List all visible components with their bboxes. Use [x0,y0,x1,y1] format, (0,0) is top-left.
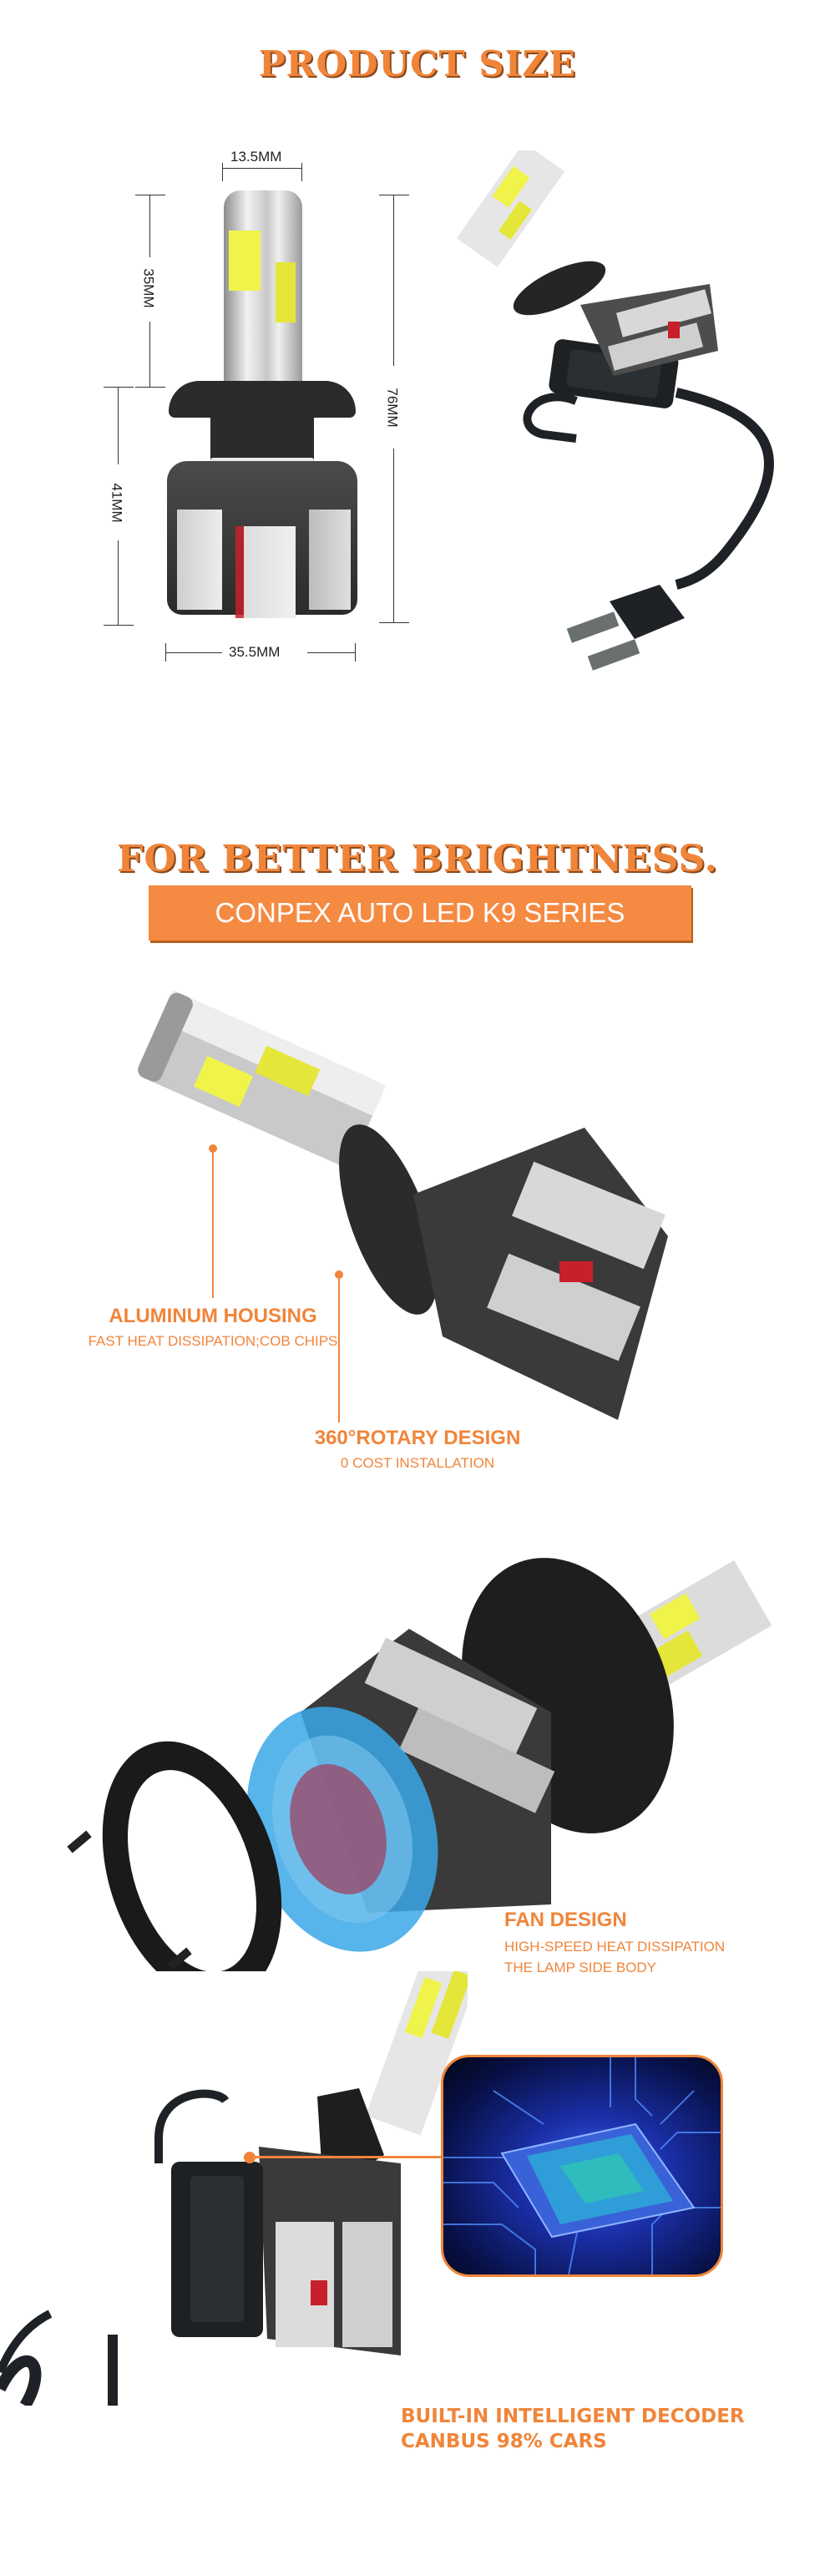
fan-design-image [50,1520,785,2001]
feature-aluminum-housing-title: ALUMINUM HOUSING [109,1305,317,1327]
leader-dot [244,2152,256,2163]
feature-rotary-subtitle: 0 COST INSTALLATION [340,1455,495,1471]
bulb-feature-image [117,986,701,1420]
feature-fan-design-title: FAN DESIGN [504,1909,627,1931]
decoder-bulb-image [0,1935,487,2409]
series-banner: CONPEX AUTO LED K9 SERIES [149,885,691,941]
feature-fan-design-subtitle-1: HIGH-SPEED HEAT DISSIPATION [504,1939,726,1955]
series-banner-text: CONPEX AUTO LED K9 SERIES [215,897,625,928]
feature-rotary-title: 360°ROTARY DESIGN [314,1427,521,1449]
feature-decoder-title-2: CANBUS 98% CARS [401,2431,607,2452]
bulb-with-cable-image [434,142,835,752]
leader-line [338,1276,340,1422]
feature-aluminum-housing-subtitle: FAST HEAT DISSIPATION;COB CHIPS [88,1333,338,1349]
leader-line [212,1151,214,1298]
cob-chip [229,231,261,291]
cob-chip [276,262,296,322]
leader-line [254,2156,448,2158]
feature-fan-design-subtitle-2: THE LAMP SIDE BODY [504,1960,657,1975]
brightness-title: FOR BETTER BRIGHTNESS. [117,838,718,880]
feature-decoder-title-1: BUILT-IN INTELLIGENT DECODER [401,2406,745,2427]
product-size-title: PRODUCT SIZE [258,43,577,84]
leader-dot [209,1144,217,1153]
circuit-chip-image [441,2055,723,2277]
leader-dot [335,1270,343,1279]
